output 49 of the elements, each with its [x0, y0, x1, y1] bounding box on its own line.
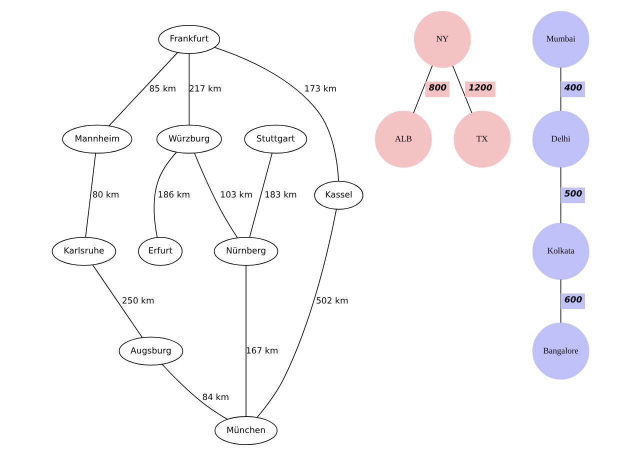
connector: [560, 279, 561, 324]
connector: [452, 65, 472, 114]
connector: [214, 47, 338, 182]
node-ellipse: Stuttgart: [244, 124, 307, 154]
connector: [194, 152, 238, 238]
connector: [108, 52, 178, 126]
node-ellipse: München: [214, 416, 277, 445]
edge-label: 500: [564, 190, 582, 200]
edge-label: 173 km: [304, 84, 336, 94]
edge-label: 502 km: [315, 296, 348, 306]
node-circle: Bangalore: [532, 322, 589, 380]
connector: [84, 152, 96, 238]
edge-label: 80 km: [92, 190, 119, 200]
connector: [161, 364, 228, 420]
node-ellipse: Mannheim: [62, 124, 132, 154]
node-ellipse: Kassel: [314, 180, 363, 210]
edge-label: 167 km: [245, 346, 278, 356]
node-ellipse: Nürnberg: [213, 236, 278, 266]
connector: [153, 152, 176, 238]
node-ellipse: Erfurt: [138, 236, 182, 266]
node-circle: Mumbai: [532, 11, 589, 68]
connector: [92, 264, 142, 338]
edge-label: 183 km: [264, 190, 296, 200]
connector: [245, 265, 246, 417]
node-circle: NY: [413, 11, 470, 68]
node-ellipse: Frankfurt: [158, 25, 220, 54]
edge-label: 103 km: [220, 190, 252, 200]
node-circle: Delhi: [532, 110, 589, 168]
edge-label: 250 km: [121, 296, 154, 306]
connector: [256, 208, 336, 418]
edge-label: 600: [564, 296, 582, 306]
edge-label: 400: [564, 84, 582, 94]
edge-label: 800: [428, 84, 446, 94]
connector: [188, 53, 190, 126]
connector: [560, 67, 561, 112]
edge-label: 85 km: [148, 84, 176, 94]
connector: [412, 65, 432, 114]
node-circle: Kolkata: [532, 222, 589, 280]
edge-label: 84 km: [202, 393, 229, 404]
connector: [560, 166, 561, 224]
edge-label: 186 km: [157, 190, 190, 200]
node-circle: TX: [453, 110, 510, 168]
node-ellipse: Würzburg: [156, 124, 222, 154]
node-ellipse: Karlsruhe: [51, 236, 116, 266]
connector: [248, 152, 272, 238]
edge-label: 1200: [468, 84, 492, 94]
edge-label: 217 km: [188, 84, 221, 94]
node-ellipse: Augsburg: [118, 336, 183, 366]
node-circle: ALB: [374, 110, 432, 168]
